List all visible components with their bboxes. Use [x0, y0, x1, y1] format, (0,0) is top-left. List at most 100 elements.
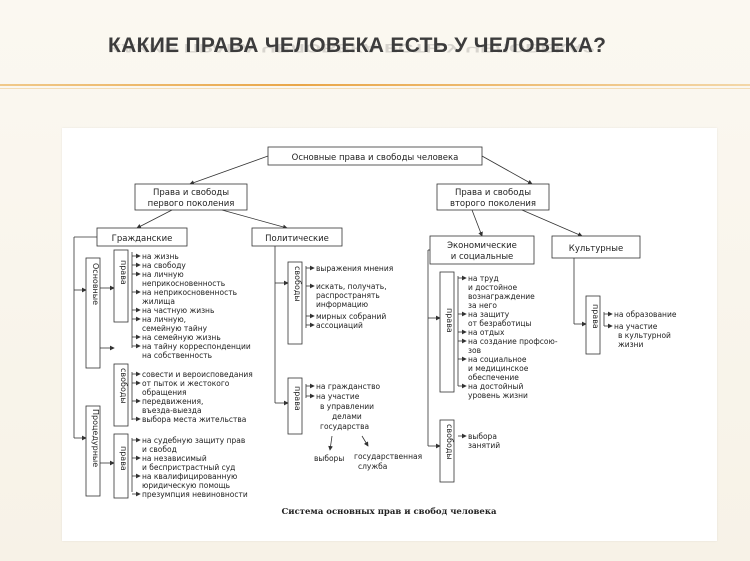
civil-label: Гражданские: [112, 234, 173, 244]
list-item: неприкосновенность: [142, 279, 225, 288]
list-item: и медицинское: [468, 364, 529, 373]
list-item: распространять: [316, 291, 380, 300]
list-item: на участие: [614, 322, 658, 331]
list-item: на неприкосновенность: [142, 288, 237, 297]
civil-procedural-rights-box: [113, 433, 129, 499]
connector: [361, 435, 369, 447]
political-freedoms-list: выражения мнения искать, получать, распр…: [305, 264, 393, 330]
economic-freedoms-label: свободы: [445, 424, 454, 460]
list-item: в управлении: [320, 402, 374, 411]
connector: [221, 209, 288, 230]
list-item: на независимый: [142, 454, 207, 463]
list-item: и свобод: [142, 445, 177, 454]
cultural-rights-box: [585, 295, 601, 355]
list-item: презумпция невиновности: [142, 490, 248, 499]
list-item: на участие: [316, 392, 360, 401]
political-rights-label: права: [293, 386, 302, 411]
political-rights-box: [287, 377, 303, 435]
civil-basic-freedoms-box: [113, 363, 129, 427]
economic-rights-box: [439, 271, 455, 393]
list-item: на свободу: [142, 261, 186, 270]
list-item: вознаграждение: [468, 292, 535, 301]
political-freedoms-box: [287, 261, 303, 345]
political-freedoms-label: свободы: [293, 266, 302, 302]
list-item: жилища: [142, 297, 175, 306]
list-item: жизни: [618, 340, 644, 349]
civil-procedural-rights-label: права: [119, 446, 128, 471]
title-underline-secondary: [0, 88, 750, 89]
list-item: на защиту: [468, 310, 510, 319]
list-item: юридическую помощь: [142, 481, 230, 490]
list-item: уровень жизни: [468, 391, 528, 400]
basic-category-box: [85, 257, 101, 369]
civil-basic-freedoms-label: свободы: [119, 368, 128, 404]
procedural-category-box: [85, 405, 101, 497]
economic-rights-label: права: [445, 308, 454, 333]
list-item: на социальное: [468, 355, 527, 364]
list-item: обеспечение: [468, 373, 519, 382]
gen2-label-line2: второго поколения: [450, 199, 536, 209]
list-item: зов: [468, 346, 481, 355]
list-item: на собственность: [142, 351, 212, 360]
list-item: от пыток и жестокого: [142, 379, 230, 388]
gen2-box: [436, 183, 550, 211]
slide-title-reflection: КАКИЕ ПРАВА ЧЕЛОВЕКА ЕСТЬ У ЧЕЛОВЕКА?: [108, 41, 596, 54]
list-item: обращения: [142, 388, 187, 397]
diagram-caption: Система основных прав и свобод человека: [282, 506, 497, 517]
list-item: государства: [320, 422, 369, 431]
connector: [481, 155, 533, 185]
connector: [521, 209, 583, 237]
civil-basic-rights-label: права: [119, 260, 128, 285]
civil-basic-rights-box: [113, 249, 129, 323]
economic-box: [429, 235, 535, 265]
list-item: на отдых: [468, 328, 505, 337]
list-item: на квалифицированную: [142, 472, 237, 481]
political-box: [251, 227, 343, 247]
list-item: на создание профсою-: [468, 337, 558, 346]
gen1-box: [134, 183, 248, 211]
list-item: и беспристрастный суд: [142, 463, 235, 472]
civil-basic-freedoms-list: совести и вероисповедания от пыток и жес…: [131, 370, 253, 424]
political-rights-list: на гражданство на участие в управлении д…: [305, 382, 381, 431]
public-service-label-line2: служба: [358, 462, 387, 471]
list-item: за него: [468, 301, 497, 310]
economic-rights-list: на труд и достойное вознаграждение за не…: [457, 274, 558, 400]
list-item: на труд: [468, 274, 499, 283]
list-item: и достойное: [468, 283, 517, 292]
list-item: ассоциаций: [316, 321, 363, 330]
list-item: мирных собраний: [316, 312, 386, 321]
list-item: выбора: [468, 432, 497, 441]
public-service-label-line1: государственная: [354, 452, 422, 461]
economic-label-line2: и социальные: [451, 252, 514, 262]
list-item: искать, получать,: [316, 282, 387, 291]
cultural-rights-list: на образование на участие в культурной ж…: [603, 310, 677, 349]
rights-diagram: Основные права и свободы человека Права …: [73, 146, 677, 517]
list-item: делами: [332, 412, 362, 421]
civil-basic-rights-list: на жизнь на свободу на личную неприкосно…: [131, 252, 251, 360]
title-underline: [0, 84, 750, 86]
gen1-label-line1: Права и свободы: [153, 188, 229, 198]
elections-label: выборы: [314, 454, 344, 463]
cultural-label: Культурные: [569, 244, 623, 254]
list-item: семейную тайну: [142, 324, 208, 333]
gen1-label-line2: первого поколения: [148, 199, 235, 209]
gen2-label-line1: Права и свободы: [455, 188, 531, 198]
list-item: на личную: [142, 270, 184, 279]
slide-title: КАКИЕ ПРАВА ЧЕЛОВЕКА ЕСТЬ У ЧЕЛОВЕКА?: [108, 34, 607, 57]
list-item: на тайну корреспонденции: [142, 342, 251, 351]
list-item: на достойный: [468, 382, 523, 391]
connector: [328, 435, 333, 451]
cultural-box: [551, 235, 641, 259]
list-item: на гражданство: [316, 382, 381, 391]
list-item: в культурной: [618, 331, 671, 340]
economic-freedoms-box: [439, 419, 455, 483]
list-item: на частную жизнь: [142, 306, 214, 315]
list-item: на личную,: [142, 315, 186, 324]
list-item: информацию: [316, 300, 368, 309]
list-item: от безработицы: [468, 319, 531, 328]
diagram-figure: Основные права и свободы человека Права …: [62, 128, 717, 541]
list-item: выбора места жительства: [142, 415, 246, 424]
civil-procedural-rights-list: на судебную защиту прав и свобод на неза…: [131, 436, 248, 499]
connector: [471, 209, 483, 237]
root-label: Основные права и свободы человека: [292, 153, 459, 163]
